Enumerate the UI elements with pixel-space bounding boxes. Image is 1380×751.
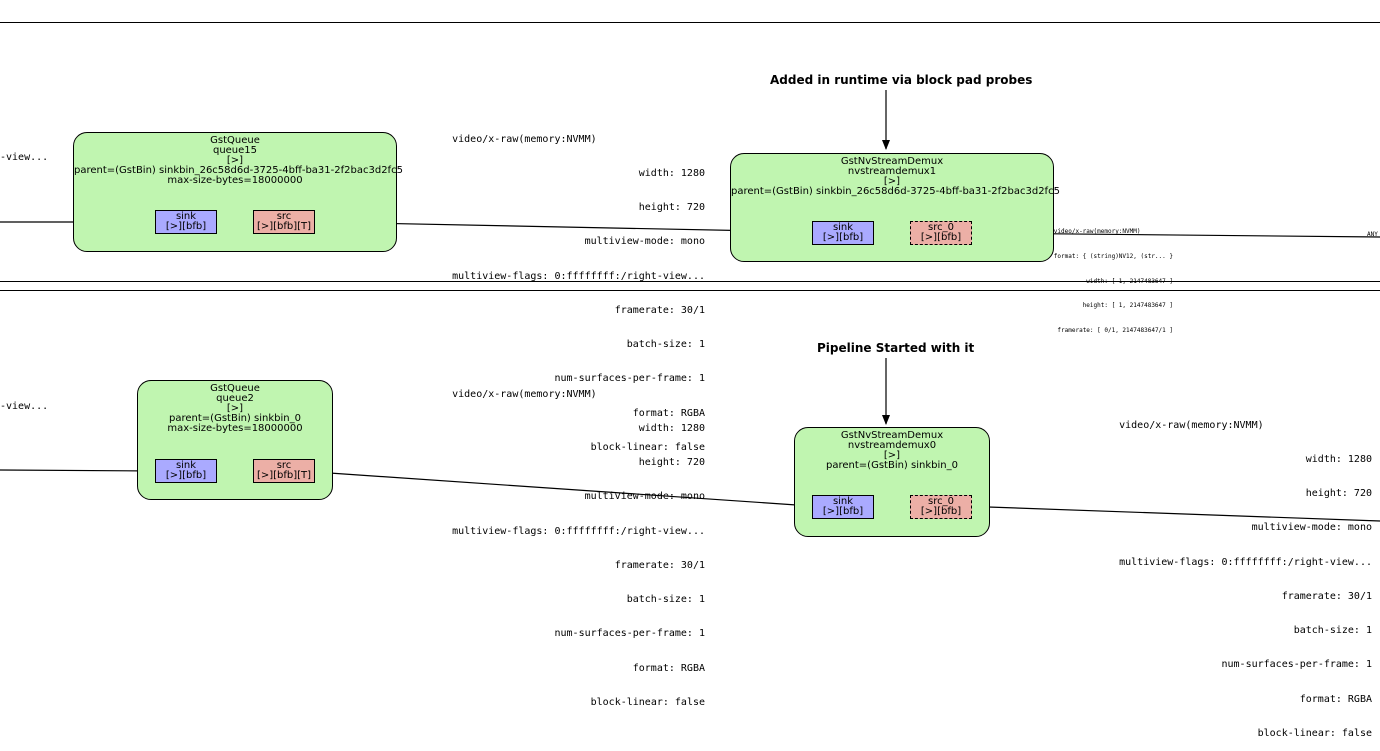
pad-name: src_0 (928, 496, 954, 507)
pad-demux1-src0[interactable]: src_0 [>][bfb] (910, 221, 972, 245)
caps-line: num-surfaces-per-frame: 1 (554, 628, 705, 640)
pad-queue2-src[interactable]: src [>][bfb][T] (253, 459, 315, 483)
cluster-border-separator-upper (0, 281, 1380, 282)
caps-line: format: RGBA (1299, 693, 1372, 705)
caps-line: batch-size: 1 (626, 339, 705, 351)
caps-line: height: [ 1, 2147483647 ] (1082, 302, 1173, 310)
caps-line: multiview-mode: mono (1251, 522, 1372, 534)
edge-queue15-to-demux1 (314, 221, 812, 236)
pad-name: src_0 (928, 222, 954, 233)
pad-queue15-sink[interactable]: sink [>][bfb] (155, 210, 217, 234)
pad-flags: [>][bfb] (920, 506, 962, 517)
caps-line: batch-size: 1 (626, 594, 705, 606)
caps-line: height: 720 (638, 457, 705, 469)
pad-flags: [>][bfb] (822, 232, 864, 243)
caps-line: block-linear: false (590, 441, 705, 453)
caps-line: video/x-raw(memory:NVMM) (452, 388, 597, 400)
node-state: [>] (883, 176, 901, 187)
caps-line: framerate: 30/1 (1281, 590, 1372, 602)
pad-flags: [>][bfb][T] (256, 470, 312, 481)
caps-line: batch-size: 1 (1293, 625, 1372, 637)
pad-flags: [>][bfb] (165, 221, 207, 232)
caps-queue15-to-demux1: video/x-raw(memory:NVMM) width: 1280 hei… (452, 111, 705, 465)
caps-line: num-surfaces-per-frame: 1 (1221, 659, 1372, 671)
node-name: queue2 (216, 393, 254, 404)
caps-line: framerate: 30/1 (614, 304, 705, 316)
pad-demux0-src0[interactable]: src_0 [>][bfb] (910, 495, 972, 519)
node-state: [>] (226, 403, 244, 414)
cluster-border-separator-lower (0, 290, 1380, 291)
node-nvstreamdemux0[interactable]: GstNvStreamDemux nvstreamdemux0 [>] pare… (794, 427, 990, 537)
pad-flags: [>][bfb] (165, 470, 207, 481)
pad-flags: [>][bfb][T] (256, 221, 312, 232)
edge-demux0-out (987, 506, 1380, 522)
node-name: nvstreamdemux1 (847, 166, 937, 177)
pad-demux1-sink[interactable]: sink [>][bfb] (812, 221, 874, 245)
node-state: [>] (226, 155, 244, 166)
caps-line: video/x-raw(memory:NVMM) (1053, 228, 1141, 236)
caps-line: num-surfaces-per-frame: 1 (554, 373, 705, 385)
caps-line: multiview-flags: 0:ffffffff:/right-view.… (452, 270, 705, 282)
pad-flags: [>][bfb] (822, 506, 864, 517)
annotation-pipeline-start: Pipeline Started with it (817, 341, 975, 355)
caps-queue2-to-demux0: video/x-raw(memory:NVMM) width: 1280 hei… (452, 366, 705, 720)
caps-line: video/x-raw(memory:NVMM) (452, 133, 597, 145)
caps-demux1-src: video/x-raw(memory:NVMM) format: { (stri… (1054, 212, 1173, 343)
node-queue15[interactable]: GstQueue queue15 [>] parent=(GstBin) sin… (73, 132, 403, 252)
cut-label-left-bottom: -view... (0, 401, 49, 412)
caps-line: multiview-flags: 0:ffffffff:/right-view.… (452, 525, 705, 537)
node-type: GstNvStreamDemux (840, 430, 944, 441)
caps-line: format: RGBA (632, 407, 705, 419)
caps-line: block-linear: false (1257, 727, 1372, 739)
node-parent: parent=(GstBin) sinkbin_0 (169, 413, 301, 424)
caps-line: height: 720 (1305, 488, 1372, 500)
caps-demux0-src: video/x-raw(memory:NVMM) width: 1280 hei… (1119, 397, 1372, 751)
node-parent: parent=(GstBin) sinkbin_26c58d6d-3725-4b… (74, 165, 403, 176)
caps-line: framerate: [ 0/1, 2147483647/1 ] (1057, 326, 1173, 334)
caps-line: format: { (string)NV12, (str... } (1053, 253, 1173, 261)
caps-line: multiview-mode: mono (584, 236, 705, 248)
pad-demux0-sink[interactable]: sink [>][bfb] (812, 495, 874, 519)
edge-into-queue2 (0, 466, 155, 475)
node-nvstreamdemux1[interactable]: GstNvStreamDemux nvstreamdemux1 [>] pare… (730, 153, 1060, 262)
pad-flags: [>][bfb] (920, 232, 962, 243)
node-type: GstQueue (210, 383, 260, 394)
node-type: GstQueue (210, 135, 260, 146)
pad-name: src (276, 211, 292, 222)
caps-line: multiview-flags: 0:ffffffff:/right-view.… (1119, 556, 1372, 568)
caps-line: block-linear: false (590, 696, 705, 708)
node-parent: parent=(GstBin) sinkbin_0 (826, 460, 958, 471)
caps-line: width: [ 1, 2147483647 ] (1086, 277, 1173, 285)
caps-line: video/x-raw(memory:NVMM) (1119, 419, 1264, 431)
caps-line: width: 1280 (638, 423, 705, 435)
pad-name: sink (175, 211, 197, 222)
node-parent: parent=(GstBin) sinkbin_26c58d6d-3725-4b… (731, 186, 1060, 197)
caps-line: height: 720 (638, 202, 705, 214)
cut-label-left-top: -view... (0, 152, 49, 163)
node-state: [>] (883, 450, 901, 461)
edge-queue2-to-demux0 (314, 471, 812, 510)
pad-name: sink (832, 496, 854, 507)
pad-name: sink (832, 222, 854, 233)
cluster-border-top (0, 22, 1380, 23)
caps-line: width: 1280 (638, 168, 705, 180)
pad-name: sink (175, 460, 197, 471)
node-name: queue15 (212, 145, 258, 156)
caps-line: multiview-mode: mono (584, 491, 705, 503)
cut-label-right-top: ANY (1367, 231, 1378, 238)
node-property: max-size-bytes=18000000 (167, 423, 303, 434)
pad-queue2-sink[interactable]: sink [>][bfb] (155, 459, 217, 483)
pad-name: src (276, 460, 292, 471)
pad-queue15-src[interactable]: src [>][bfb][T] (253, 210, 315, 234)
node-name: nvstreamdemux0 (847, 440, 937, 451)
node-type: GstNvStreamDemux (840, 156, 944, 167)
caps-line: format: RGBA (632, 662, 705, 674)
annotation-runtime: Added in runtime via block pad probes (770, 73, 1033, 87)
caps-line: width: 1280 (1305, 454, 1372, 466)
node-property: max-size-bytes=18000000 (167, 175, 303, 186)
